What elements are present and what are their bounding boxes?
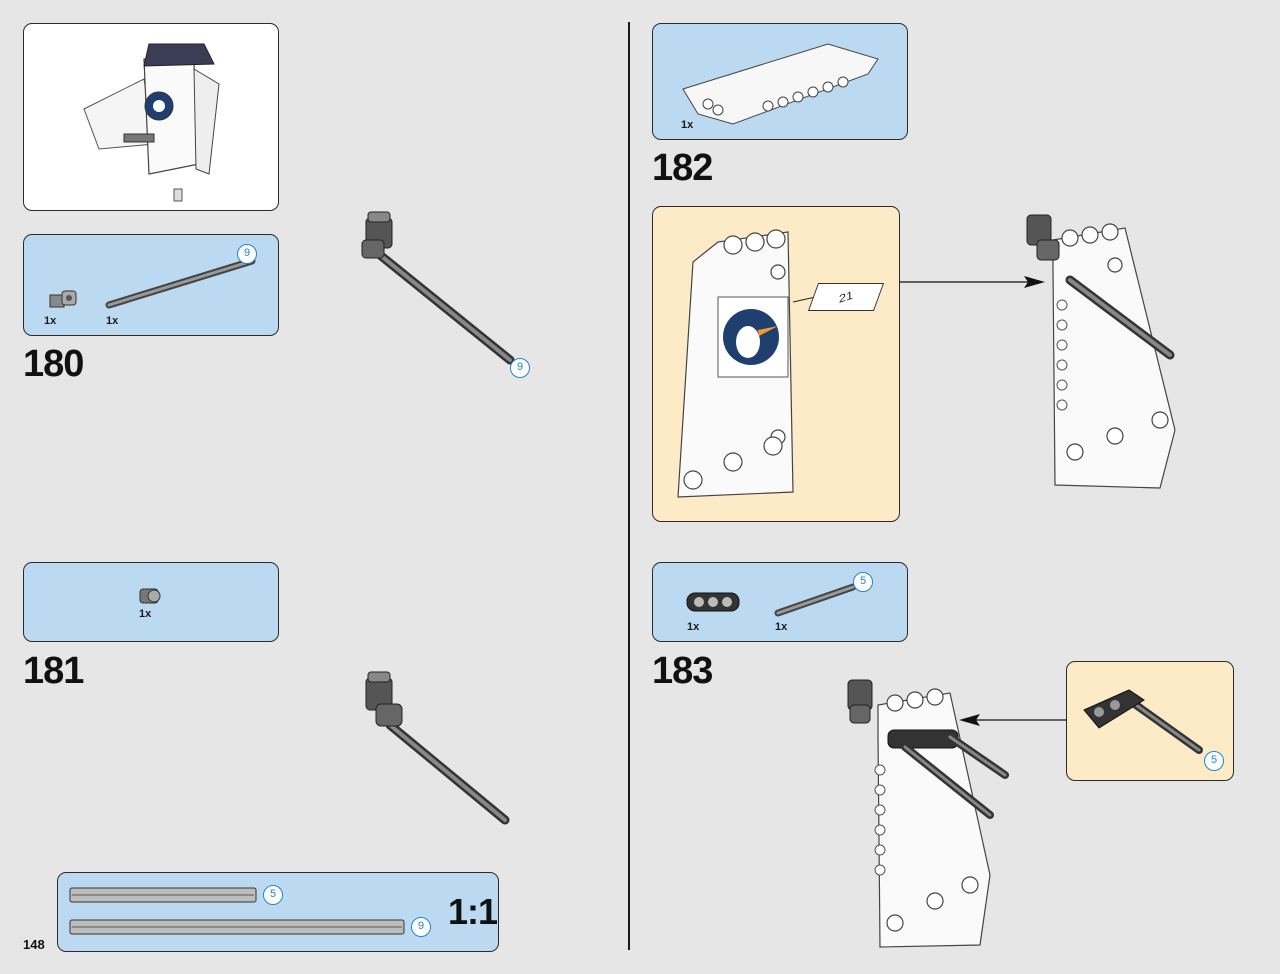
step-180-part2-qty: 1x (106, 315, 119, 327)
subassembly-preview-panel (23, 23, 279, 211)
step-181-number: 181 (23, 650, 84, 692)
step-182-parts-panel: 1x (652, 23, 908, 140)
scale-axle-9-image (69, 919, 405, 935)
step-181-part1-qty: 1x (139, 608, 152, 620)
step-180-parts-panel: 1x 9 1x (23, 234, 279, 336)
step-182-part1-qty: 1x (681, 119, 694, 131)
step-182-arrow (900, 276, 1045, 288)
step-183-part1-qty: 1x (687, 621, 700, 633)
bush-icon (139, 588, 161, 604)
step-181-parts-panel: 1x (23, 562, 279, 642)
sticker-sheet: 21 (807, 283, 885, 311)
step-183-subassembly-callout: 5 (1066, 661, 1234, 781)
scale-axle-9-length-badge: 9 (411, 917, 431, 937)
step-182-assembly-image (1026, 214, 1176, 489)
axle-5-icon (774, 583, 857, 617)
step-183-callout-length-badge: 5 (1204, 751, 1224, 771)
step-182-sticker-callout: 21 (652, 206, 900, 522)
crossblock-axle-subassembly-image (1083, 689, 1203, 754)
step-183-axle-length-badge: 5 (853, 572, 873, 592)
step-182-number: 182 (652, 147, 713, 189)
step-183-parts-panel: 1x 5 1x (652, 562, 908, 642)
sticker-panel-image (677, 229, 839, 498)
subassembly-model-image (83, 43, 220, 202)
scale-axle-5-length-badge: 5 (263, 885, 283, 905)
step-180-assembly-image (361, 211, 515, 365)
scale-reference-panel: 5 9 1:1 (57, 872, 499, 952)
beam-panel-icon (682, 43, 879, 125)
cross-block-icon (686, 592, 740, 612)
page-divider (628, 22, 630, 950)
axle-9-icon (105, 257, 256, 309)
step-183-part2-qty: 1x (775, 621, 788, 633)
step-180-number: 180 (23, 343, 84, 385)
scale-label: 1:1 (448, 891, 498, 932)
page-number: 148 (23, 937, 45, 952)
axle-connector-icon (49, 290, 77, 308)
step-181-assembly-image (365, 671, 510, 825)
scale-axle-5-image (69, 887, 257, 903)
step-180-part1-qty: 1x (44, 315, 57, 327)
step-180-callout-length-badge: 9 (510, 358, 530, 378)
step-183-assembly-image (847, 679, 1009, 948)
step-180-axle-length-badge: 9 (237, 244, 257, 264)
step-183-arrow (959, 714, 1067, 726)
step-183-number: 183 (652, 650, 713, 692)
